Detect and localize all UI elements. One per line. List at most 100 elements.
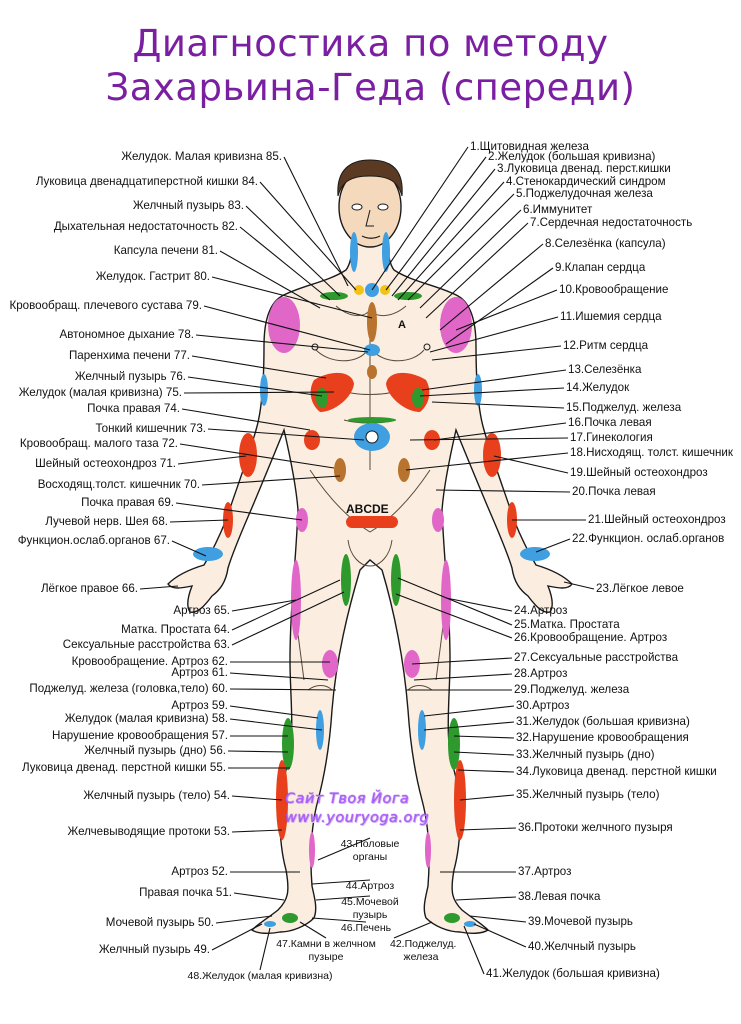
zone-solar: [367, 365, 377, 379]
leader-line-left: [175, 502, 303, 521]
leader-line-right: [397, 181, 505, 301]
zone-upperarm-left: [474, 374, 482, 406]
label-right: 41.Желудок (большая кривизна): [486, 967, 660, 980]
zone-calf-right: [282, 718, 294, 770]
zone-forearm-left: [483, 433, 501, 477]
label-left: Тонкий кишечник 73.: [95, 422, 206, 435]
label-right: 11.Ишемия сердца: [560, 310, 662, 323]
leader-line-right: [469, 915, 527, 923]
label-bottom: 42.Поджелуд. железа: [390, 938, 457, 963]
zone-colon-right: [334, 458, 346, 482]
leader-line-right: [459, 827, 517, 831]
leader-line-left: [229, 718, 323, 731]
label-right: 4.Стенокардический синдром: [506, 175, 666, 188]
label-left: Автономное дыхание 78.: [59, 328, 194, 341]
leader-line-right: [431, 345, 562, 361]
leader-line-right: [463, 925, 485, 975]
zone-toes-left: [464, 921, 476, 927]
leader-line-left: [229, 688, 337, 691]
zone-thigh-right-inner: [341, 554, 351, 606]
nipple-left: [423, 343, 431, 351]
leader-line-right: [407, 193, 515, 301]
label-right: 25.Матка. Простата: [514, 618, 620, 631]
leader-line-bottom: [259, 927, 271, 971]
label-right: 29.Поджелуд. железа: [514, 683, 630, 696]
label-left: Мочевой пузырь 50.: [105, 916, 214, 929]
nose: [365, 209, 374, 227]
leader-line-right: [423, 721, 515, 731]
label-left: Функцион.ослаб.органов 67.: [17, 534, 170, 547]
leader-line-right: [457, 769, 515, 773]
label-left: Сексуальные расстройства 63.: [62, 638, 230, 651]
leader-line-right: [425, 222, 529, 319]
zone-ankle-right: [309, 832, 315, 868]
leader-line-left: [283, 156, 349, 287]
label-left: Поджелуд. железа (головка,тело) 60.: [29, 682, 228, 695]
leader-line-right: [409, 437, 569, 441]
label-left: Желчевыводящие протоки 53.: [67, 825, 231, 838]
leader-line-right: [429, 316, 559, 353]
watermark-line-2: www.youryoga.org: [285, 810, 430, 826]
leader-line-bottom: [393, 921, 433, 939]
label-right: 37.Артроз: [518, 865, 572, 878]
title-line-1: Диагностика по методу: [132, 22, 609, 65]
zone-navel-center: [365, 430, 379, 444]
label-left: Желудок. Гастрит 80.: [95, 270, 210, 283]
leader-line-right: [535, 538, 571, 553]
zone-thigh-left-inner: [391, 554, 401, 606]
leader-line-right: [473, 923, 527, 948]
zone-toes-right: [264, 921, 276, 927]
leader-line-right: [413, 673, 513, 681]
leader-line-right: [419, 387, 565, 397]
zone-chest-center: [364, 344, 380, 356]
leader-line-bottom: [317, 837, 371, 861]
label-left: Желчный пузырь 49.: [98, 943, 210, 956]
label-left: Кровообращ. плечевого сустава 79.: [9, 299, 202, 312]
watermark-line-1: Сайт Твоя Йога: [285, 791, 410, 807]
eye-left: [377, 203, 389, 211]
mark-a: A: [398, 319, 406, 331]
leader-line-left: [201, 475, 341, 486]
label-right: 17.Гинекология: [570, 431, 653, 444]
watermark: Сайт Твоя Йога www.youryoga.org: [285, 790, 429, 828]
leader-line-bottom: [299, 921, 327, 939]
leader-line-right: [397, 577, 513, 626]
label-left: Желудок. Малая кривизна 85.: [121, 150, 282, 163]
zone-upperarm-right: [260, 374, 268, 406]
label-bottom: 47.Камни в желчном пузыре: [276, 938, 376, 963]
body-detail-line: [373, 349, 425, 362]
leader-line-right: [419, 209, 522, 309]
label-bottom: 48.Желудок (малая кривизна): [187, 970, 333, 982]
leader-line-left: [231, 579, 341, 631]
label-left: Капсула печени 81.: [113, 244, 218, 257]
zone-neck-left: [382, 232, 390, 272]
zone-gallbladder-right: [316, 388, 328, 408]
label-right: 18.Нисходящ. толст. кишечник: [570, 446, 733, 459]
leader-line-right: [445, 597, 513, 612]
zone-palm-right: [193, 547, 223, 561]
leader-line-right: [455, 289, 558, 331]
leader-line-right: [411, 657, 513, 665]
label-left: Почка правая 69.: [81, 496, 174, 509]
label-left: Артроз 52.: [171, 865, 228, 878]
leader-line-right: [421, 369, 567, 391]
label-left: Артроз 65.: [173, 604, 230, 617]
leader-line-right: [455, 896, 517, 901]
leader-line-right: [405, 452, 569, 471]
zone-shin-left-blue: [418, 710, 426, 750]
label-left: Лучевой нерв. Шея 68.: [45, 515, 168, 528]
leader-line-right: [493, 455, 569, 474]
zone-foot-right: [282, 913, 298, 923]
body-detail-line: [309, 469, 431, 533]
leader-line-left: [211, 923, 263, 951]
label-right: 3.Луковица двенад. перст.кишки: [497, 162, 671, 175]
label-left: Артроз 61.: [171, 666, 228, 679]
leader-line-right: [435, 489, 571, 493]
hair: [337, 159, 403, 197]
zone-shoulder-left: [440, 297, 472, 353]
zone-knee-right: [322, 650, 338, 678]
zone-shoulder-right: [268, 297, 300, 353]
leader-line-right: [371, 146, 469, 291]
zone-clavicle-left: [394, 292, 422, 300]
